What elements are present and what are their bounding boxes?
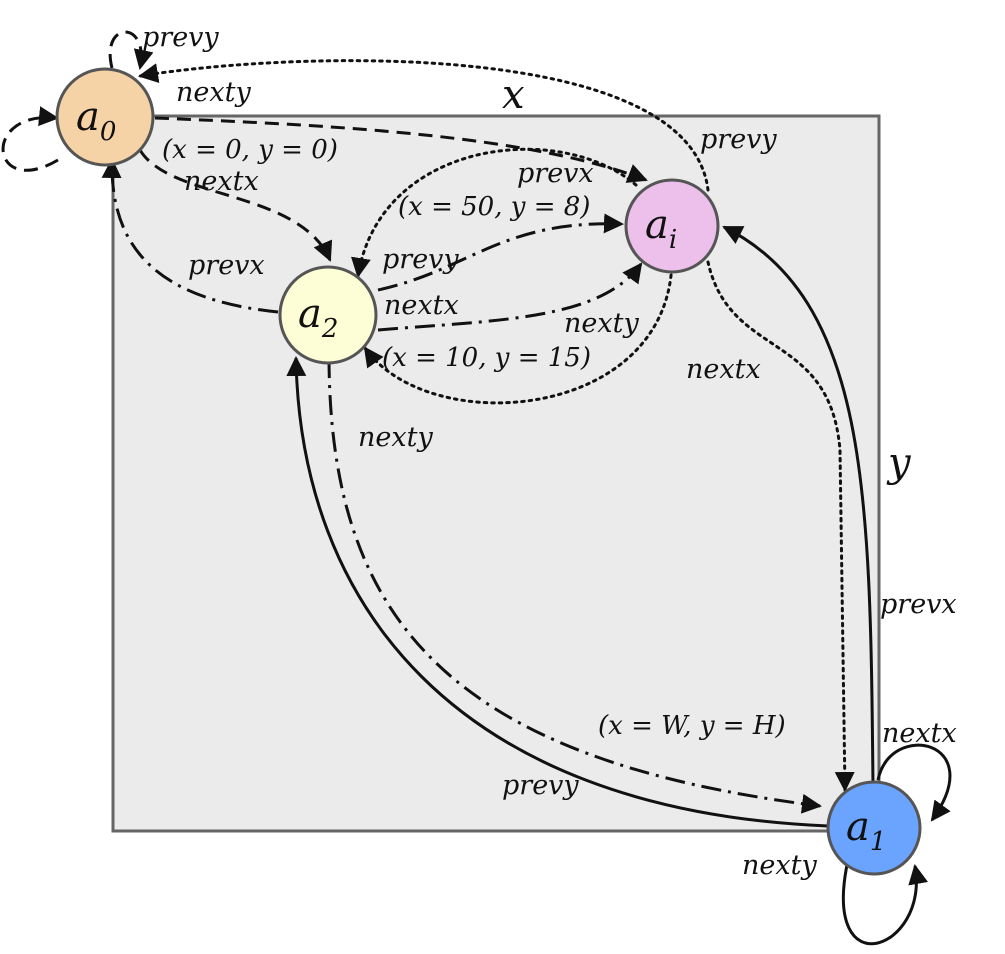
label-ai-prevx: prevx (517, 158, 594, 189)
edge-a2-ai-nextx (377, 262, 643, 332)
edge-a0-a2-nextx (138, 149, 333, 262)
edge-a2-ai-prevy (377, 213, 624, 292)
node-a1-base: a (846, 804, 870, 850)
node-ai-base: a (645, 202, 669, 248)
edge-a1-nextx-self (876, 743, 952, 822)
edge-a0-prevy-self (108, 30, 154, 70)
node-a2-sub: 2 (321, 314, 339, 344)
node-ai-sub: i (669, 225, 677, 255)
edge-a2-a1-nexty (327, 357, 822, 814)
edge-a1-nexty-self (841, 859, 928, 946)
y-axis-label: y (886, 440, 912, 486)
label-ai-nextx: nextx (686, 354, 761, 385)
edge-a0-ai-nexty (154, 116, 648, 183)
edge-ai-a0-prevy (138, 59, 710, 192)
label-a0-nexty: nexty (176, 77, 251, 108)
label-a1-nextx: nextx (882, 718, 957, 749)
coord-ai: (x = 50, y = 8) (398, 192, 590, 222)
grid-region (111, 114, 881, 833)
edge-a2-a0-prevx (101, 158, 279, 314)
node-a2: a2 (278, 265, 378, 365)
label-a1-prevy: prevy (502, 770, 579, 801)
label-a2-nexty: nexty (358, 422, 433, 453)
coord-a1: (x = W, y = H) (598, 711, 786, 741)
node-ai: ai (624, 178, 720, 274)
label-a0-prevy: prevy (142, 22, 219, 53)
edge-ai-a1-nextx (706, 260, 855, 792)
label-a0-nextx: nextx (184, 166, 259, 197)
label-a2-prevy: prevy (382, 244, 459, 275)
node-a0: a0 (55, 67, 155, 167)
node-a0-base: a (76, 94, 100, 140)
x-axis-label: x (502, 72, 525, 118)
label-a2-nextx: nextx (384, 290, 459, 321)
svg-text:a1: a1 (846, 804, 886, 857)
edge-ai-a2-prevx (351, 147, 638, 278)
svg-text:ai: ai (645, 202, 677, 255)
label-ai-prevy: prevy (700, 124, 777, 155)
coord-a0: (x = 0, y = 0) (162, 135, 338, 165)
edge-a1-a2-prevy (286, 356, 829, 828)
edge-ai-a2-nexty (363, 258, 674, 405)
svg-text:a0: a0 (76, 94, 116, 147)
node-a2-base: a (298, 291, 322, 337)
coord-a2: (x = 10, y = 15) (382, 343, 591, 373)
label-a1-nexty: nexty (742, 850, 817, 881)
node-a1-sub: 1 (870, 827, 887, 857)
label-a1-prevx: prevx (880, 589, 957, 620)
node-a0-sub: 0 (100, 117, 117, 147)
edge-a1-ai-prevx (722, 225, 875, 786)
svg-text:a2: a2 (298, 291, 338, 344)
node-a1: a1 (826, 780, 922, 876)
label-a2-prevx: prevx (188, 250, 265, 281)
edge-a0-nexty-self (1, 106, 59, 172)
label-ai-nexty: nexty (564, 308, 639, 339)
